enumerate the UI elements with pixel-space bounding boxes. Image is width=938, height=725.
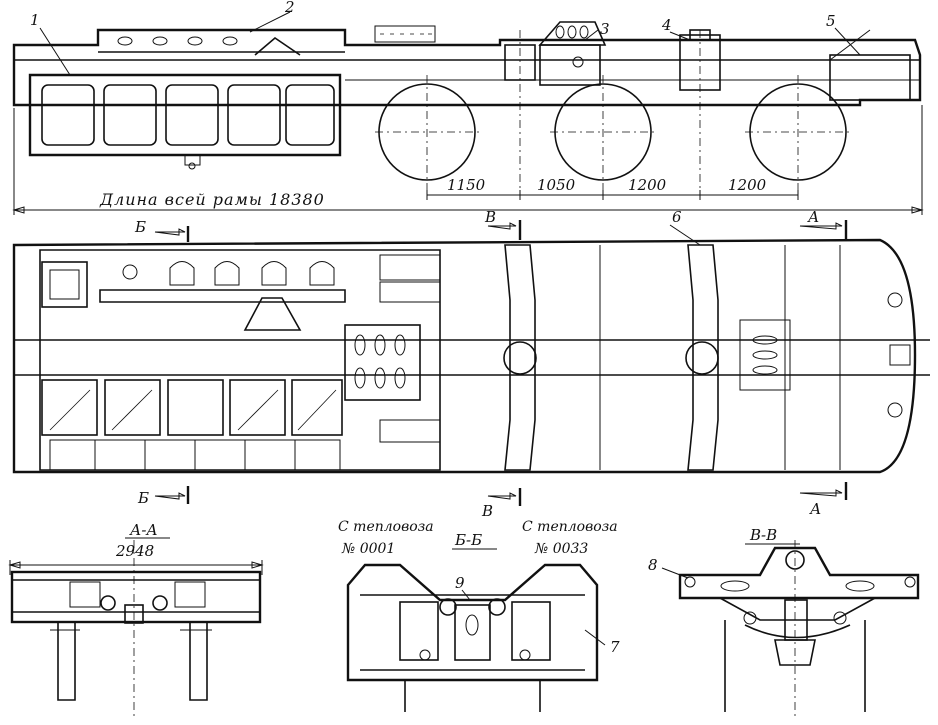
- bb-left-note-1: С тепловоза: [338, 519, 434, 535]
- plan-upper-openings: [41, 254, 441, 331]
- section-a-a: А-А 2948: [8, 521, 264, 720]
- plan-bolsters: [503, 244, 911, 471]
- section-aa-title: А-А: [129, 521, 158, 539]
- mark-v-top: В: [484, 208, 496, 226]
- axle-spacing-dimensions: 1150 1050 1200 1200: [426, 176, 799, 200]
- plan-lower-panels: [41, 379, 441, 471]
- mark-a-bottom: А: [809, 500, 821, 518]
- side-callouts: 1 2 3 4 5: [30, 0, 861, 76]
- section-v-v: В-В 8: [648, 526, 920, 720]
- upper-girder: [117, 25, 436, 56]
- callout-3: 3: [600, 20, 610, 38]
- spacing-2: 1050: [537, 176, 576, 194]
- section-markers: Б Б В В А А 6: [134, 208, 848, 520]
- section-b-b: С тепловоза № 0001 Б-Б С тепловоза № 003…: [338, 519, 620, 712]
- mark-b-top: Б: [134, 218, 146, 236]
- bogie-pivots: [504, 21, 911, 101]
- overall-length-label: Длина всей рамы 18380: [99, 190, 325, 209]
- bb-left-note-2: № 0001: [341, 541, 395, 557]
- fuel-tank-boxes: [28, 73, 342, 170]
- section-vv-title: В-В: [749, 526, 777, 544]
- callout-9: 9: [455, 574, 465, 592]
- spacing-4: 1200: [728, 176, 767, 194]
- plan-center-panel: [344, 324, 421, 401]
- callout-5: 5: [826, 12, 836, 30]
- callout-6: 6: [672, 208, 682, 226]
- overall-length-dimension: [12, 105, 924, 215]
- plan-view: Б Б В В А А 6: [12, 208, 930, 520]
- mark-a-top: А: [807, 208, 819, 226]
- spacing-1: 1150: [447, 176, 486, 194]
- mark-b-bottom: Б: [137, 489, 149, 507]
- callout-1: 1: [30, 11, 40, 29]
- wheels: [375, 30, 850, 200]
- callout-7: 7: [610, 638, 620, 656]
- section-aa-width: 2948: [115, 542, 154, 560]
- spacing-3: 1200: [628, 176, 667, 194]
- callout-8: 8: [648, 556, 658, 574]
- section-bb-title: Б-Б: [454, 531, 482, 549]
- side-elevation: Длина всей рамы 18380 1150 1050 1200 120…: [12, 0, 924, 215]
- callout-2: 2: [284, 0, 295, 16]
- callout-4: 4: [661, 16, 672, 34]
- mark-v-bottom: В: [481, 502, 493, 520]
- bb-right-note-2: № 0033: [534, 541, 588, 557]
- bb-right-note-1: С тепловоза: [522, 519, 618, 535]
